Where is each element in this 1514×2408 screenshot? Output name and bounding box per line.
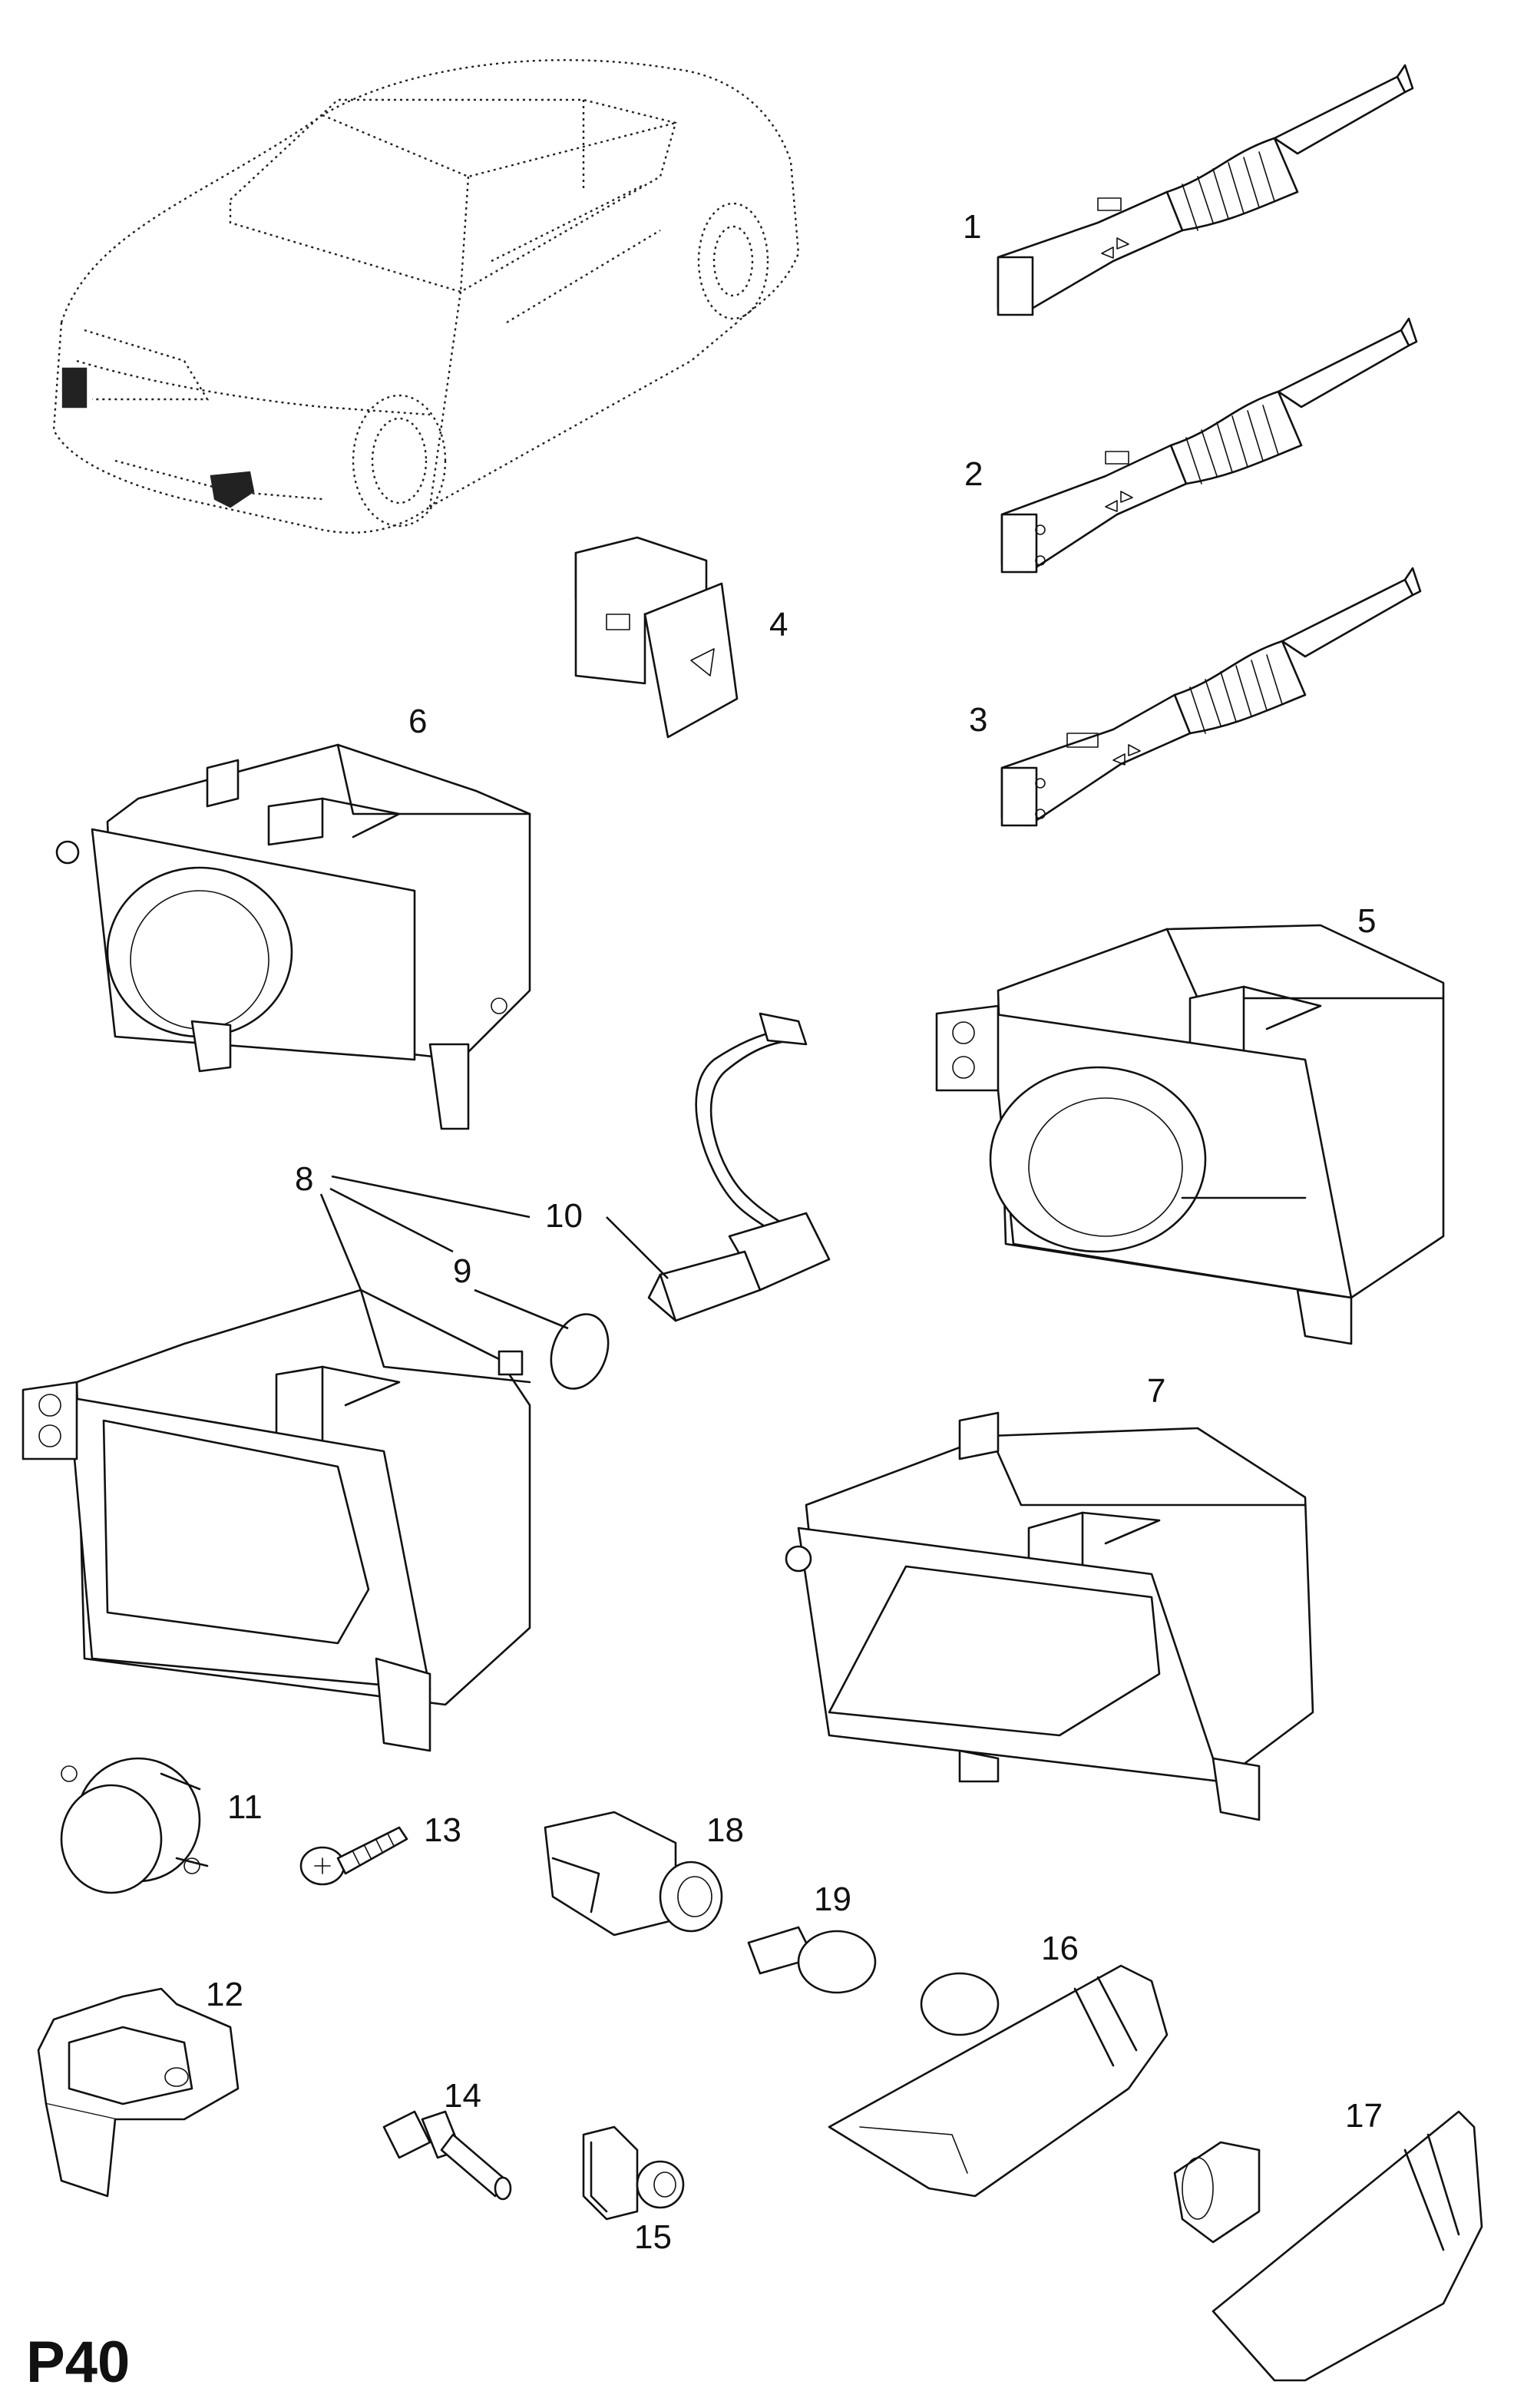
callout-14: 14 [444, 2077, 481, 2115]
part-3-wiper-switch [1000, 567, 1422, 827]
callout-8: 8 [295, 1160, 313, 1198]
part-1-indicator-switch [997, 64, 1414, 316]
callout-9: 9 [453, 1252, 471, 1290]
part-9-lens [550, 1313, 610, 1390]
callout-2: 2 [964, 455, 983, 493]
callout-16: 16 [1041, 1930, 1079, 1967]
part-13-screw [299, 1826, 408, 1886]
vehicle-overview [52, 59, 800, 534]
callout-18: 18 [706, 1811, 744, 1849]
part-18-bulb-holder [544, 1811, 723, 1937]
part-5-fog-lamp [935, 924, 1445, 1345]
part-16-side-marker [828, 1964, 1169, 2198]
callout-labels: 1 2 3 4 5 6 7 8 9 10 11 12 13 14 15 16 1… [206, 208, 1383, 2256]
callout-11: 11 [227, 1788, 263, 1826]
part-15-clip-nut [582, 2125, 685, 2221]
part-10-bulb-harness [647, 1012, 831, 1322]
callout-13: 13 [424, 1811, 461, 1849]
callout-19: 19 [814, 1880, 851, 1918]
part-17-side-marker [1173, 2110, 1483, 2382]
callout-6: 6 [408, 703, 427, 740]
part-19-wedge-bulb [747, 1926, 877, 1994]
part-12-bracket [37, 1987, 240, 2198]
part-2-indicator-switch [1000, 317, 1418, 574]
part-7-fog-lamp [785, 1411, 1314, 1821]
callout-15: 15 [634, 2218, 672, 2256]
part-6-fog-lamp [55, 743, 531, 1130]
callout-1: 1 [963, 208, 981, 246]
callout-10: 10 [545, 1197, 583, 1235]
callout-17: 17 [1345, 2097, 1383, 2135]
callout-12: 12 [206, 1976, 243, 2013]
part-11-round-fog-lamp [60, 1757, 209, 1894]
page-code: P40 [26, 2330, 130, 2395]
callout-5: 5 [1357, 902, 1376, 940]
callout-7: 7 [1147, 1372, 1165, 1410]
leader-lines [319, 1175, 669, 1330]
part-14-plastic-rivet [382, 2110, 512, 2201]
part-8-fog-lamp [21, 1288, 531, 1752]
callout-3: 3 [969, 701, 987, 739]
part-4-hazard-switch [574, 536, 739, 739]
callout-4: 4 [769, 606, 788, 643]
